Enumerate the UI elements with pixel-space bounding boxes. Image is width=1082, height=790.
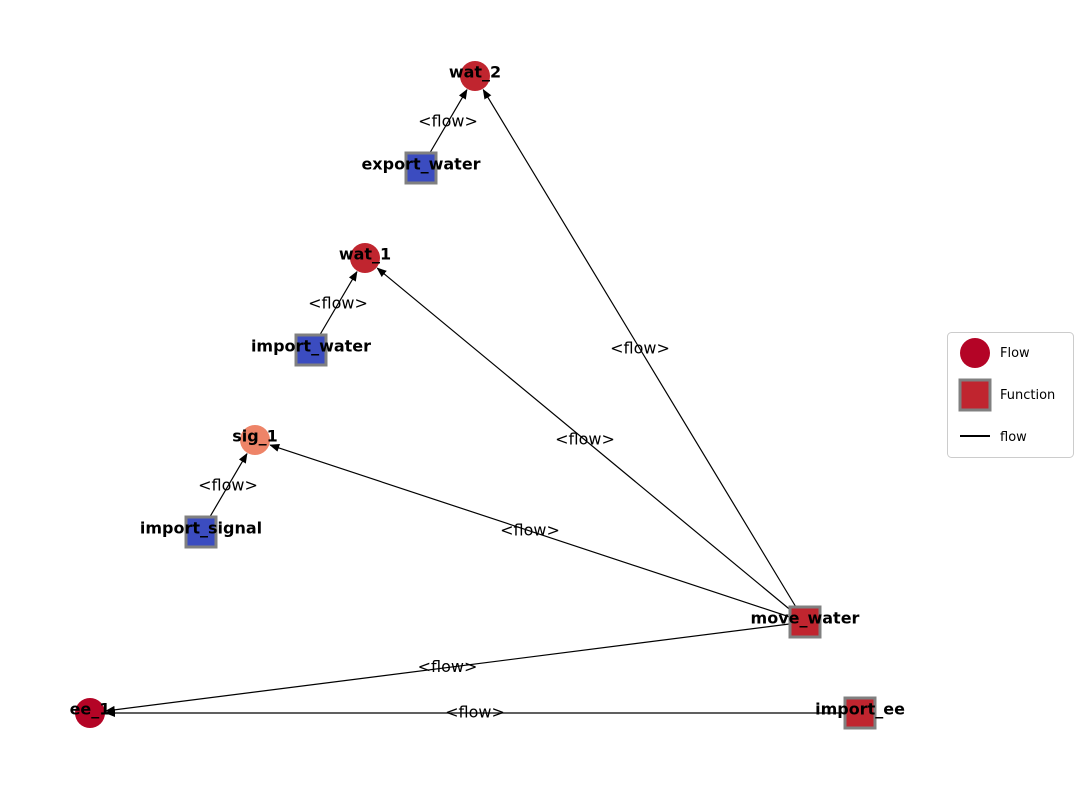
edge-label-import_water-to-wat_1: <flow>	[308, 294, 368, 313]
node-label-sig_1: sig_1	[232, 427, 278, 446]
nodes-layer	[75, 61, 877, 730]
legend-flow-edge-label: flow	[1000, 430, 1027, 445]
node-label-move_water: move_water	[751, 609, 860, 628]
edge-label-import_signal-to-sig_1: <flow>	[198, 476, 258, 495]
node-wat_1-flow[interactable]	[350, 243, 380, 273]
legend-function-marker	[958, 378, 992, 412]
edge-label-move_water-to-wat_1: <flow>	[555, 430, 615, 449]
edge-move_water-to-ee_1	[104, 621, 806, 714]
node-import_signal-function[interactable]	[184, 515, 218, 549]
node-import_ee-function[interactable]	[843, 696, 877, 730]
edge-label-import_ee-to-ee_1: <flow>	[445, 703, 505, 722]
edge-label-export_water-to-wat_2: <flow>	[418, 112, 478, 131]
edge-labels-layer: <flow> <flow> <flow> <flow> <flow> <flow> <flo…	[198, 112, 670, 722]
node-ee_1-flow[interactable]	[75, 698, 105, 728]
edge-label-move_water-to-sig_1: <flow>	[500, 521, 560, 540]
legend: Flow Function flow	[947, 332, 1074, 458]
node-label-export_water: export_water	[361, 155, 480, 174]
node-import_water-function[interactable]	[294, 333, 328, 367]
node-label-wat_1: wat_1	[339, 245, 391, 264]
legend-function-label: Function	[1000, 388, 1055, 403]
node-labels-layer: wat_2 export_water wat_1 import_water sig_1i…	[70, 63, 905, 719]
edge-label-move_water-to-ee_1: <flow>	[418, 657, 478, 676]
edge-move_water-to-wat_2	[482, 88, 806, 623]
node-label-import_ee: import_ee	[815, 700, 905, 719]
node-export_water-function[interactable]	[404, 151, 438, 185]
node-sig_1-flow[interactable]	[240, 425, 270, 455]
node-label-wat_2: wat_2	[449, 63, 501, 82]
node-label-ee_1: ee_1	[70, 700, 111, 719]
legend-flow-marker	[960, 338, 990, 368]
node-label-import_signal: import_signal	[140, 519, 262, 538]
node-move_water-function[interactable]	[788, 605, 822, 639]
edge-label-move_water-to-wat_2: <flow>	[610, 339, 670, 358]
edge-move_water-to-sig_1	[269, 444, 806, 623]
legend-flow-label: Flow	[1000, 346, 1030, 361]
node-wat_2-flow[interactable]	[460, 61, 490, 91]
edges-layer	[104, 88, 860, 717]
node-label-import_water: import_water	[251, 337, 371, 356]
edge-move_water-to-wat_1	[376, 267, 806, 623]
